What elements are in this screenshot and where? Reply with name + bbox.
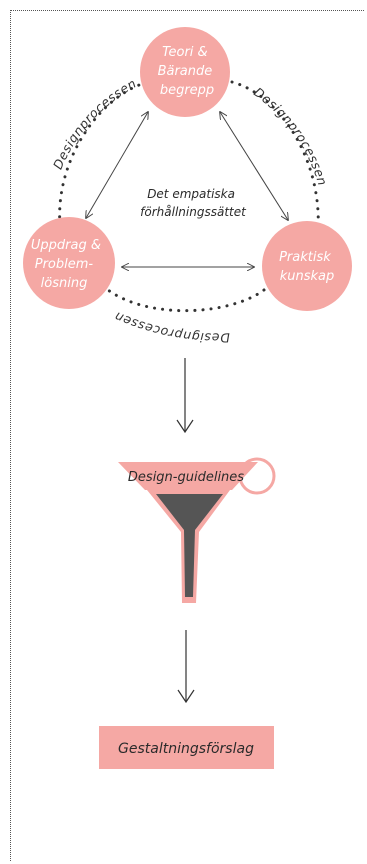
cycle-label-right: Designprocessen <box>251 84 330 187</box>
node-theory: Teori & Bärande begrepp <box>140 27 230 117</box>
center-label: Det empatiska förhållningssättet <box>140 187 247 219</box>
svg-text:Teori & Bärande be: Teori & Bärande begrepp <box>158 45 217 98</box>
cycle-ring <box>58 80 320 313</box>
funnel-label: Design-guidelines <box>128 470 244 485</box>
node-assignment: Uppdrag & Problem- lösning <box>23 217 115 309</box>
cycle-label-bottom: Designprocessen <box>112 309 230 346</box>
result-box: Gestaltningsförslag <box>99 726 274 769</box>
dotted-frame <box>10 10 364 861</box>
down-arrow-1 <box>176 358 194 434</box>
arrow-top-right <box>220 112 288 220</box>
funnel <box>118 457 276 603</box>
down-arrow-2 <box>177 630 195 704</box>
svg-text:Praktisk kunskap: Praktisk kunskap <box>279 250 335 284</box>
node-practical: Praktisk kunskap <box>262 221 352 311</box>
cycle-label-left: Designprocessen <box>50 75 139 171</box>
arrow-top-left <box>86 112 148 218</box>
result-label: Gestaltningsförslag <box>118 741 254 757</box>
svg-text:Uppdrag & Problem-: Uppdrag & Problem- lösning <box>31 238 105 291</box>
